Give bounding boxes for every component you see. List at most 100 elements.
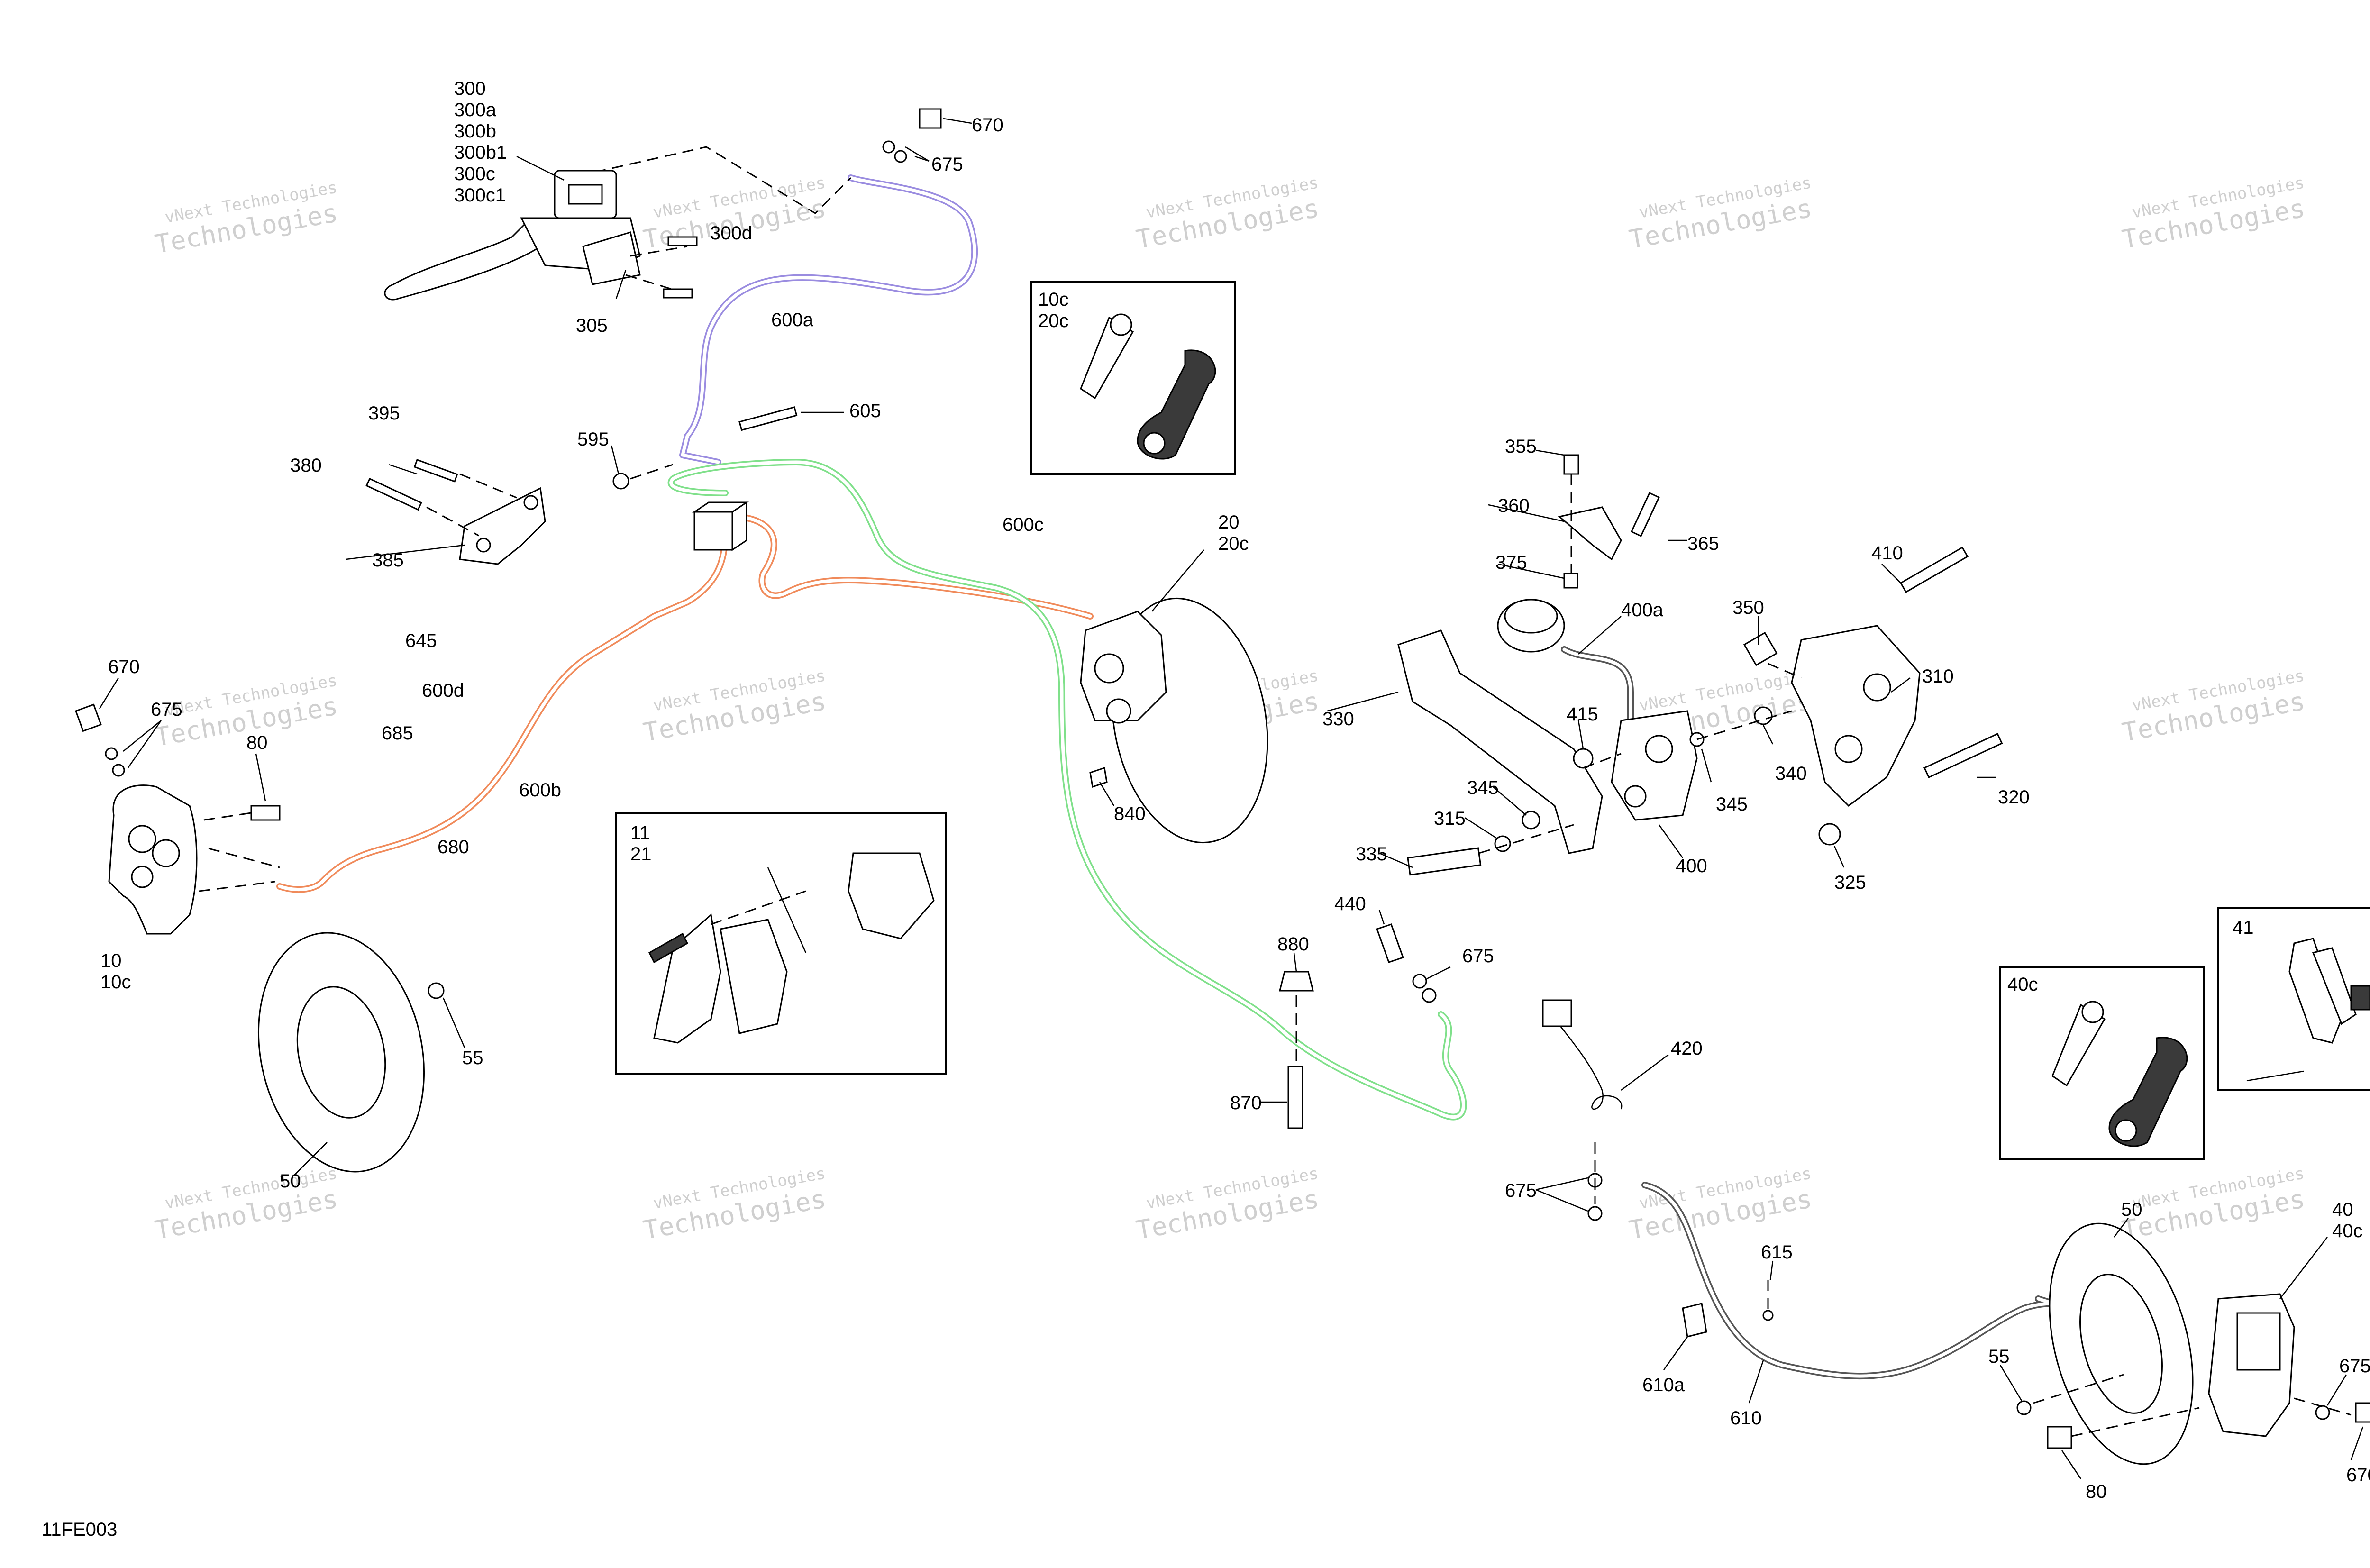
bleeder-screw-icon (1080, 313, 1134, 400)
hose-600b (276, 518, 729, 893)
callout-10: 10 (100, 950, 122, 971)
brake-pad-icon (2288, 938, 2357, 1044)
callout-675-right: 675 (2339, 1356, 2370, 1377)
sensor-420-group (1542, 999, 1669, 1091)
callout-55-left: 55 (462, 1048, 483, 1068)
svg-text:41: 41 (2233, 917, 2254, 938)
svg-text:10c: 10c (1038, 289, 1069, 310)
bolt-410 (1899, 546, 1969, 593)
watermark: vNext Technologies Technologies (1627, 1164, 1814, 1245)
watermark: vNext Technologies Technologies (1627, 173, 1814, 255)
pin-870 (1287, 1066, 1304, 1129)
watermark: vNext Technologies Technologies (1134, 1164, 1321, 1245)
banjo-bolt-670-right (2355, 1402, 2370, 1423)
bolt-380 (365, 478, 422, 511)
callout-345-a: 345 (1467, 777, 1499, 798)
callout-20c: 20c (1218, 533, 1249, 554)
callout-420: 420 (1671, 1038, 1703, 1059)
callout-675-left: 675 (151, 699, 182, 720)
callout-335: 335 (1356, 844, 1387, 865)
watermark: vNext Technologies Technologies (1134, 173, 1321, 255)
bleeder-cap-icon (2108, 1037, 2188, 1147)
inset-box-rear-bleeder: 40c (1999, 966, 2205, 1160)
callout-300b: 300b (454, 121, 496, 142)
callout-880: 880 (1277, 934, 1309, 955)
callout-300d: 300d (710, 223, 752, 244)
callout-300c1: 300c1 (454, 185, 506, 206)
washer-675-left (105, 747, 118, 760)
rear-brake-pedal-group (1327, 449, 2003, 876)
caliper-10 (108, 784, 198, 935)
inset-box-front-bleeder: 10c 20c (1030, 281, 1236, 475)
screw-305 (663, 288, 693, 299)
left-front-caliper-group (75, 677, 281, 935)
spring-350 (1743, 631, 1778, 666)
bolt-355 (1563, 454, 1579, 475)
callout-300c: 300c (454, 164, 495, 184)
clip-615 (1762, 1310, 1774, 1321)
right-front-caliper-group (1080, 549, 1268, 844)
rear-master-cylinder-400 (1611, 710, 1698, 821)
disc-bolt-55-left (428, 982, 445, 999)
callout-410: 410 (1871, 543, 1903, 564)
callout-10c: 10c (100, 972, 131, 993)
callout-375: 375 (1495, 552, 1527, 573)
callout-605: 605 (849, 401, 881, 421)
callout-40: 40 (2332, 1199, 2353, 1220)
hose-600c (667, 459, 1467, 1121)
clamp-375 (1563, 573, 1578, 589)
callout-615: 615 (1761, 1242, 1793, 1263)
callout-320: 320 (1998, 787, 2030, 808)
callout-300: 300 (454, 78, 486, 99)
hose-600d (736, 513, 1094, 620)
svg-text:20c: 20c (1038, 310, 1069, 331)
nut-325 (1818, 823, 1841, 846)
callout-360: 360 (1498, 495, 1530, 516)
svg-text:40c: 40c (2007, 974, 2038, 995)
callout-670-right: 670 (2346, 1465, 2370, 1486)
brake-pad-icon (653, 913, 788, 1044)
callout-675-top: 675 (931, 154, 963, 175)
switch-440 (1376, 923, 1404, 963)
pad-pin-icon (2246, 1070, 2304, 1082)
banjo-bolt-670-top (919, 108, 942, 129)
callout-55-right: 55 (1988, 1346, 2010, 1367)
watermark: vNext Technologies Technologies (641, 1164, 828, 1245)
washer-675-top (882, 140, 895, 154)
callout-350: 350 (1732, 597, 1764, 618)
hose-600a (679, 174, 978, 465)
watermark: vNext Technologies Technologies (641, 666, 828, 748)
bolt-320 (1923, 733, 2003, 778)
callout-600d: 600d (422, 680, 464, 701)
front-bracket-group (346, 459, 546, 565)
banjo-bolt-670-left (75, 703, 102, 732)
nut-595 (612, 473, 629, 490)
callout-670-left: 670 (108, 656, 140, 677)
rear-line-fittings (1535, 1142, 1774, 1404)
callout-365: 365 (1687, 533, 1719, 554)
callout-50-right: 50 (2121, 1199, 2142, 1220)
inset-box-front-pads: 11 21 (615, 812, 947, 1075)
callout-310: 310 (1922, 666, 1954, 687)
callout-400: 400 (1676, 856, 1707, 876)
bolt-80-left (250, 805, 281, 821)
brake-lever (384, 221, 542, 301)
callout-labels: 300 300a 300b 300b1 300c 300c1 300d 305 … (100, 78, 2370, 1502)
callout-80-right: 80 (2086, 1481, 2107, 1502)
pad-clip-icon (648, 932, 688, 964)
watermark: vNext Technologies Technologies (2120, 1164, 2307, 1245)
callout-395: 395 (368, 403, 400, 424)
callout-610: 610 (1730, 1408, 1762, 1429)
callout-385: 385 (372, 550, 404, 571)
shaft-335 (1407, 847, 1482, 876)
callout-595: 595 (577, 429, 609, 450)
disc-bolt-55-right (2016, 1400, 2032, 1415)
callout-610a: 610a (1642, 1375, 1685, 1395)
callout-400a: 400a (1621, 600, 1664, 620)
washer-675-mid (1412, 974, 1427, 989)
bolt-605 (738, 406, 798, 431)
watermark: vNext Technologies Technologies (2120, 173, 2307, 255)
sensor-cable-420 (1554, 1019, 1623, 1110)
callout-600b: 600b (519, 780, 561, 801)
